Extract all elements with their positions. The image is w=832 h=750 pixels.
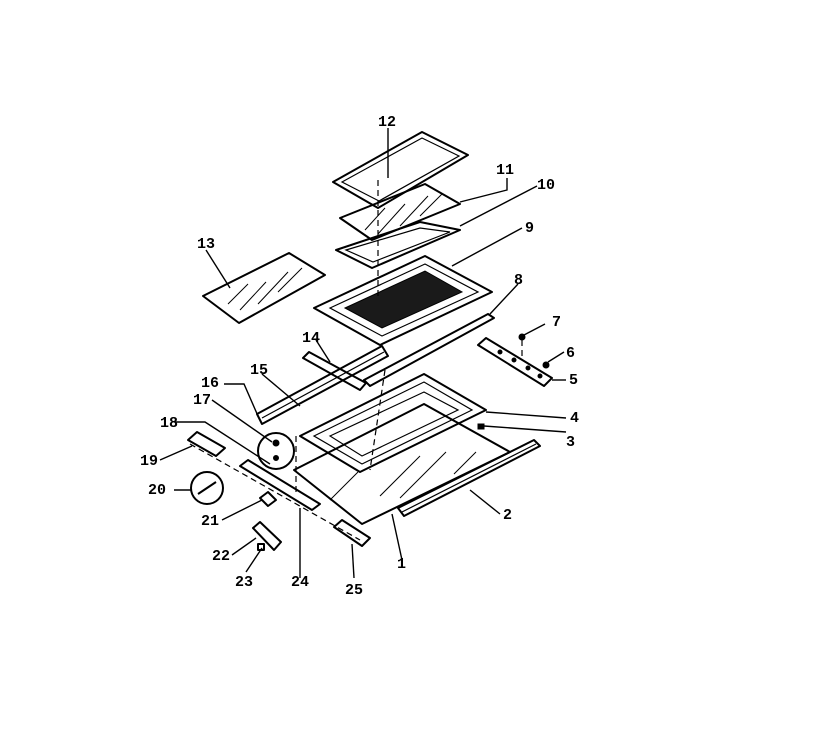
part-5-hinge-rail — [477, 337, 553, 387]
part-21-clip — [259, 491, 277, 507]
part-11-glass — [339, 183, 461, 241]
part-7-screw — [518, 333, 526, 360]
part-24-bracket — [239, 459, 321, 511]
part-4-door-frame — [299, 373, 487, 473]
part-22-hinge — [252, 521, 282, 551]
part-8-strip — [363, 313, 495, 387]
part-3-fastener — [477, 423, 485, 430]
part-9-window-frame — [313, 255, 493, 346]
part-2-bottom-rail — [397, 439, 541, 517]
callout-20: 20 — [148, 482, 166, 499]
callout-17: 17 — [193, 392, 211, 409]
leader-lines — [159, 128, 567, 579]
part-25-bracket — [333, 519, 371, 547]
callout-1: 1 — [397, 556, 406, 573]
callout-15: 15 — [250, 362, 268, 379]
callout-11: 11 — [496, 162, 514, 179]
part-16-rail — [256, 345, 389, 425]
callout-6: 6 — [566, 345, 575, 362]
part-6-screw — [542, 361, 550, 369]
callout-21: 21 — [201, 513, 219, 530]
callout-4: 4 — [570, 410, 579, 427]
part-17-detail — [257, 432, 295, 470]
callout-25: 25 — [345, 582, 363, 599]
part-19-bracket — [187, 431, 226, 457]
part-12-gasket — [332, 131, 469, 209]
part-20-detail — [190, 471, 224, 505]
part-14-channel — [302, 351, 367, 391]
callout-5: 5 — [569, 372, 578, 389]
callout-9: 9 — [525, 220, 534, 237]
callout-18: 18 — [160, 415, 178, 432]
callout-8: 8 — [514, 272, 523, 289]
part-10-gasket — [335, 221, 461, 269]
callout-16: 16 — [201, 375, 219, 392]
callout-labels: 12 11 10 9 8 13 7 6 5 4 3 2 1 14 15 16 1… — [140, 114, 579, 599]
callout-3: 3 — [566, 434, 575, 451]
callout-24: 24 — [291, 574, 309, 591]
part-13-glass — [202, 252, 326, 324]
callout-13: 13 — [197, 236, 215, 253]
callout-7: 7 — [552, 314, 561, 331]
callout-2: 2 — [503, 507, 512, 524]
callout-19: 19 — [140, 453, 158, 470]
callout-14: 14 — [302, 330, 320, 347]
callout-10: 10 — [537, 177, 555, 194]
callout-23: 23 — [235, 574, 253, 591]
callout-22: 22 — [212, 548, 230, 565]
callout-12: 12 — [378, 114, 396, 131]
